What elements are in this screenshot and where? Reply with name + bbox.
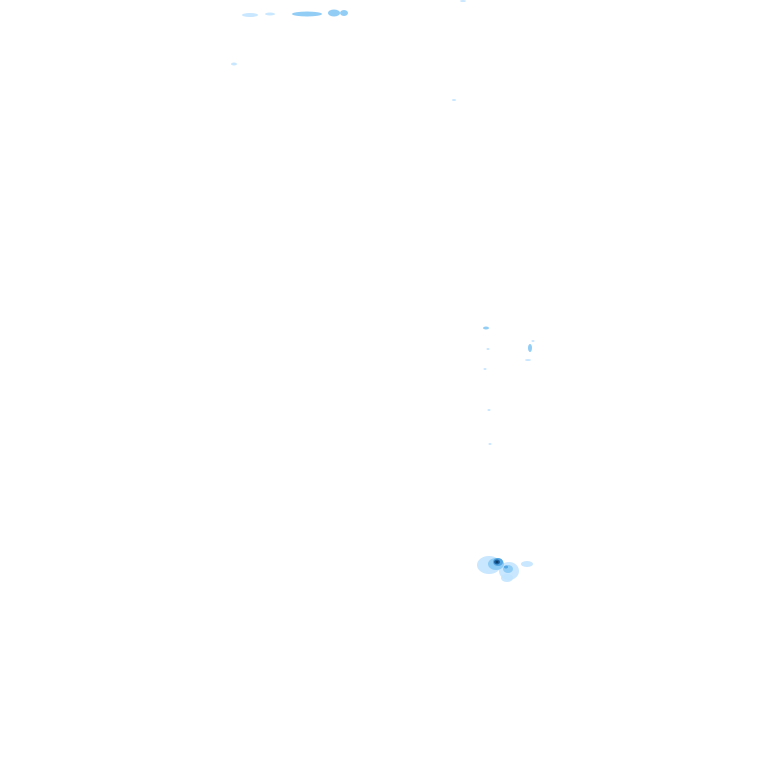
- echo-cell: [242, 13, 258, 17]
- echo-cluster-north-band: [242, 0, 466, 17]
- echo-cell: [483, 326, 489, 330]
- echo-cell: [486, 348, 490, 350]
- echo-cell: [528, 344, 532, 352]
- echo-cell: [487, 409, 491, 411]
- echo-cell: [525, 359, 531, 361]
- echo-cell: [495, 560, 499, 564]
- echo-cell: [504, 565, 508, 569]
- echo-cell: [452, 99, 456, 101]
- echo-cell: [488, 443, 492, 445]
- echo-cell: [340, 10, 348, 16]
- echo-cell: [501, 574, 513, 582]
- echo-cell: [483, 368, 487, 370]
- echo-cell: [265, 12, 275, 16]
- echo-cell: [531, 340, 535, 342]
- echo-cluster-storm-cell: [477, 556, 533, 582]
- echo-cell: [328, 9, 340, 17]
- echo-speckles: [231, 62, 535, 445]
- echo-cell: [460, 0, 466, 2]
- echo-cell: [521, 561, 533, 567]
- echo-cell: [231, 62, 237, 66]
- echo-cell: [292, 11, 322, 17]
